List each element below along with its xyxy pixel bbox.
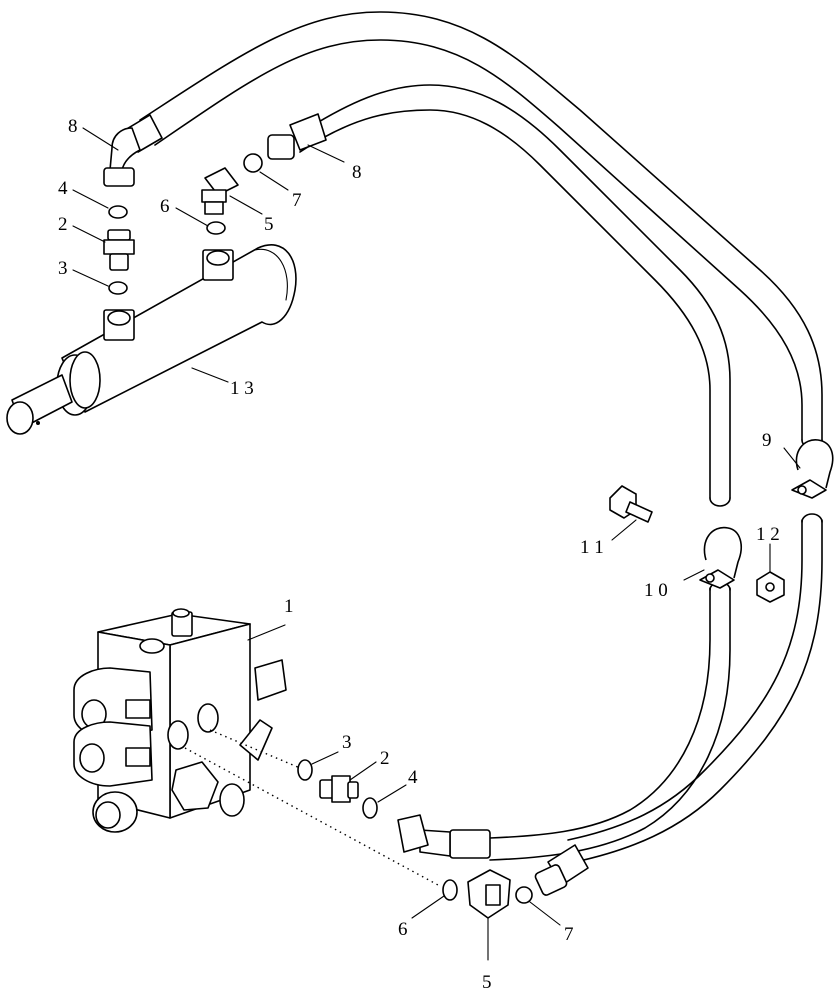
callout-11: 1 1 bbox=[580, 537, 604, 558]
bolt-11 bbox=[609, 485, 653, 523]
o-ring-7-top bbox=[243, 153, 263, 173]
callout-2-top: 2 bbox=[58, 214, 68, 235]
hose-fitting-bottom-outer bbox=[534, 844, 589, 896]
callout-5-top: 5 bbox=[264, 214, 274, 235]
callout-3-top: 3 bbox=[58, 258, 68, 279]
clamp-9 bbox=[791, 439, 834, 499]
nut-12 bbox=[756, 571, 785, 603]
leader-lines bbox=[72, 127, 801, 961]
callout-4-bottom: 4 bbox=[408, 767, 418, 788]
o-ring-6-bottom bbox=[442, 879, 458, 901]
callout-8-right: 8 bbox=[352, 162, 362, 183]
callout-4-top: 4 bbox=[58, 178, 68, 199]
o-ring-6-top bbox=[206, 221, 226, 235]
callout-9: 9 bbox=[762, 430, 772, 451]
solenoid-coil-lower bbox=[73, 721, 153, 787]
callout-12: 1 2 bbox=[756, 524, 780, 545]
solenoid-coil-upper bbox=[73, 667, 153, 739]
o-ring-3-top bbox=[108, 281, 128, 295]
assembly-line-lower bbox=[184, 747, 439, 886]
callout-6-top: 6 bbox=[160, 196, 170, 217]
elbow-fitting-5-top bbox=[201, 167, 239, 215]
hose-fitting-top-right bbox=[267, 113, 327, 160]
callout-10: 1 0 bbox=[644, 580, 668, 601]
o-ring-3-bottom bbox=[297, 759, 313, 781]
callout-7-bottom: 7 bbox=[564, 924, 574, 945]
port-fitting-lower bbox=[92, 791, 138, 833]
o-ring-4-bottom bbox=[362, 797, 378, 819]
callout-3-bottom: 3 bbox=[342, 732, 352, 753]
callout-5-bottom: 5 bbox=[482, 972, 492, 993]
callout-labels: 8 8 4 2 3 6 5 7 1 3 9 1 1 1 2 1 0 1 3 2 … bbox=[58, 116, 780, 993]
callout-6-bottom: 6 bbox=[398, 919, 408, 940]
adapter-fitting-2-bottom bbox=[319, 775, 359, 803]
elbow-fitting-5-bottom bbox=[467, 869, 511, 919]
callout-2-bottom: 2 bbox=[380, 748, 390, 769]
callout-1: 1 bbox=[284, 596, 294, 617]
hydraulic-cylinder bbox=[6, 244, 297, 435]
clamp-10 bbox=[699, 526, 742, 589]
o-ring-7-bottom bbox=[515, 886, 533, 904]
o-ring-4-top bbox=[108, 205, 128, 219]
callout-8-top: 8 bbox=[68, 116, 78, 137]
callout-13: 1 3 bbox=[230, 378, 254, 399]
hose-outer bbox=[139, 11, 823, 863]
hose-inner bbox=[289, 84, 731, 861]
callout-7-top: 7 bbox=[292, 190, 302, 211]
adapter-fitting-2-top bbox=[103, 229, 135, 271]
hose-fitting-bottom-inner bbox=[397, 814, 491, 859]
hose-fitting-top-left bbox=[103, 114, 163, 187]
